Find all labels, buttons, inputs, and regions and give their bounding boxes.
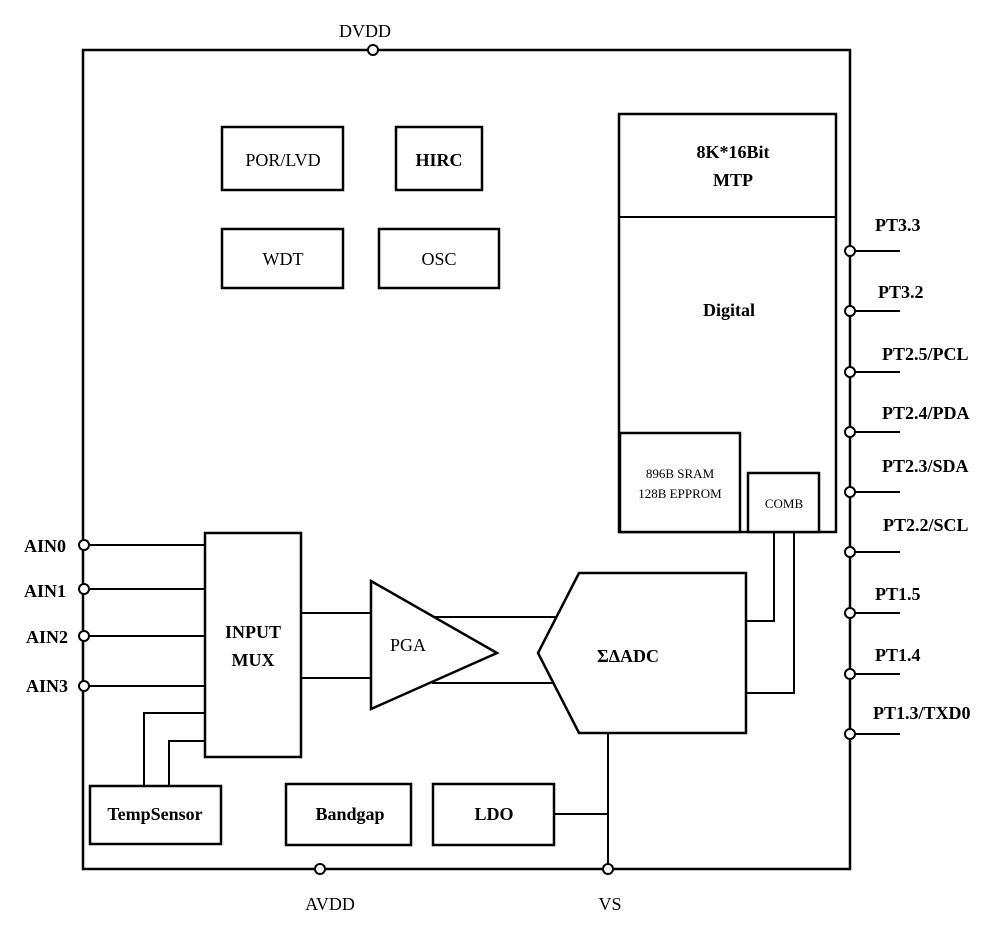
temp-mux-wire-1: [143, 712, 205, 786]
io-pins: PT3.3 PT3.2 PT2.5/PCL PT2.4/PDA PT2.3/SD…: [844, 215, 971, 740]
io-pin: PT2.2/SCL: [844, 515, 969, 558]
sram-label: 896B SRAM: [646, 466, 715, 481]
vs-pin: [602, 863, 614, 875]
avdd-pin: [314, 863, 326, 875]
ain-pin: AIN3: [26, 676, 205, 696]
io-pin-label: PT3.2: [878, 282, 924, 302]
temp-sensor-label: TempSensor: [107, 804, 202, 824]
io-pin-label: PT1.5: [875, 584, 921, 604]
wdt-label: WDT: [263, 249, 304, 269]
wdt-block: WDT: [220, 227, 345, 290]
hirc-block: HIRC: [394, 125, 484, 192]
io-pin-label: PT3.3: [875, 215, 921, 235]
io-pin: PT1.5: [844, 584, 921, 619]
ain-pin: AIN2: [26, 627, 205, 647]
ldo-block: LDO: [431, 782, 556, 847]
io-pin-label: PT1.4: [875, 645, 921, 665]
bandgap-block: Bandgap: [284, 782, 413, 847]
vs-label: VS: [598, 894, 621, 914]
input-mux-block: INPUT MUX: [203, 531, 303, 759]
eeprom-label: 128B EPPROM: [638, 486, 722, 501]
io-pin-label: PT2.4/PDA: [882, 403, 970, 423]
mtp-label-line2: MTP: [713, 170, 753, 190]
ain-label: AIN2: [26, 627, 68, 647]
comb-block: COMB: [746, 471, 821, 534]
io-pin: PT3.2: [844, 282, 924, 317]
io-pin-label: PT2.2/SCL: [883, 515, 969, 535]
ain-label: AIN1: [24, 581, 66, 601]
input-mux-label-line1: INPUT: [225, 622, 281, 642]
io-pin-label: PT1.3/TXD0: [873, 703, 971, 723]
comb-adc-wire-2: [746, 532, 795, 694]
io-pin: PT1.3/TXD0: [844, 703, 971, 740]
ain-pin: AIN0: [24, 536, 205, 556]
avdd-label: AVDD: [305, 894, 355, 914]
mtp-label-line1: 8K*16Bit: [696, 142, 769, 162]
temp-sensor-block: TempSensor: [88, 784, 223, 846]
io-pin: PT3.3: [844, 215, 921, 257]
io-pin-label: PT2.5/PCL: [882, 344, 969, 364]
ain-label: AIN3: [26, 676, 68, 696]
comb-adc-wire-1: [746, 532, 775, 622]
input-mux-label-line2: MUX: [232, 650, 275, 670]
pga-label: PGA: [390, 635, 426, 655]
pga-block: PGA: [369, 578, 500, 711]
osc-label: OSC: [421, 249, 456, 269]
digital-label: Digital: [703, 300, 755, 320]
analog-inputs: AIN0 AIN1 AIN2 AIN3: [24, 536, 205, 696]
comb-label: COMB: [765, 496, 804, 511]
ain-label: AIN0: [24, 536, 66, 556]
osc-block: OSC: [377, 227, 501, 290]
chip-outline: [81, 48, 852, 871]
ldo-label: LDO: [474, 804, 513, 824]
dvdd-label: DVDD: [339, 21, 391, 41]
sram-eeprom-block: 896B SRAM 128B EPPROM: [618, 431, 742, 534]
io-pin: PT2.3/SDA: [844, 456, 969, 498]
ain-pin: AIN1: [24, 581, 205, 601]
por-lvd-block: POR/LVD: [220, 125, 345, 192]
io-pin: PT1.4: [844, 645, 921, 680]
io-pin-label: PT2.3/SDA: [882, 456, 969, 476]
por-lvd-label: POR/LVD: [245, 150, 320, 170]
adc-label: ΣΔADC: [597, 646, 659, 666]
hirc-label: HIRC: [415, 150, 462, 170]
adc-block: ΣΔADC: [536, 571, 748, 735]
io-pin: PT2.4/PDA: [844, 403, 970, 438]
temp-mux-wire-2: [168, 740, 205, 786]
io-pin: PT2.5/PCL: [844, 344, 969, 378]
bandgap-label: Bandgap: [315, 804, 384, 824]
dvdd-pin: [367, 44, 379, 56]
